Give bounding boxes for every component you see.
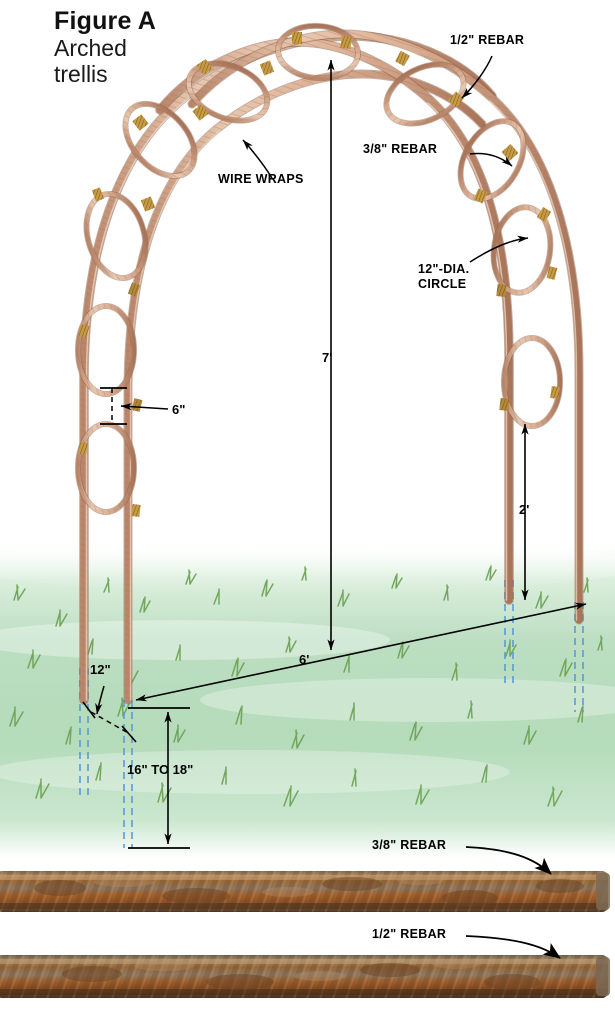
rebar-sample-half [0, 955, 610, 998]
leader-half-rebar [461, 55, 493, 99]
dimension-lines [82, 59, 587, 849]
leader-wire-wraps [242, 139, 273, 179]
dim-span-line [135, 602, 587, 702]
arched-trellis [75, 22, 584, 705]
leader-circle [469, 235, 529, 263]
dim-buried-depth [128, 707, 190, 849]
callout-leaders [242, 55, 529, 263]
arch-front-rail [155, 37, 514, 605]
wire-wraps [78, 32, 560, 517]
rebar-sample-three-eighths [0, 871, 610, 912]
leader-sample-half [465, 935, 561, 959]
trellis-circles-left [75, 60, 271, 515]
dim-leg-offset [82, 685, 137, 743]
ground-layer [0, 540, 615, 858]
sample-leaders [465, 846, 561, 959]
trellis-circles-right [275, 22, 563, 429]
leader-three-eighths-rebar [469, 152, 513, 167]
dim-circle-gap [100, 387, 169, 425]
leader-sample-three-eighths [465, 846, 552, 875]
